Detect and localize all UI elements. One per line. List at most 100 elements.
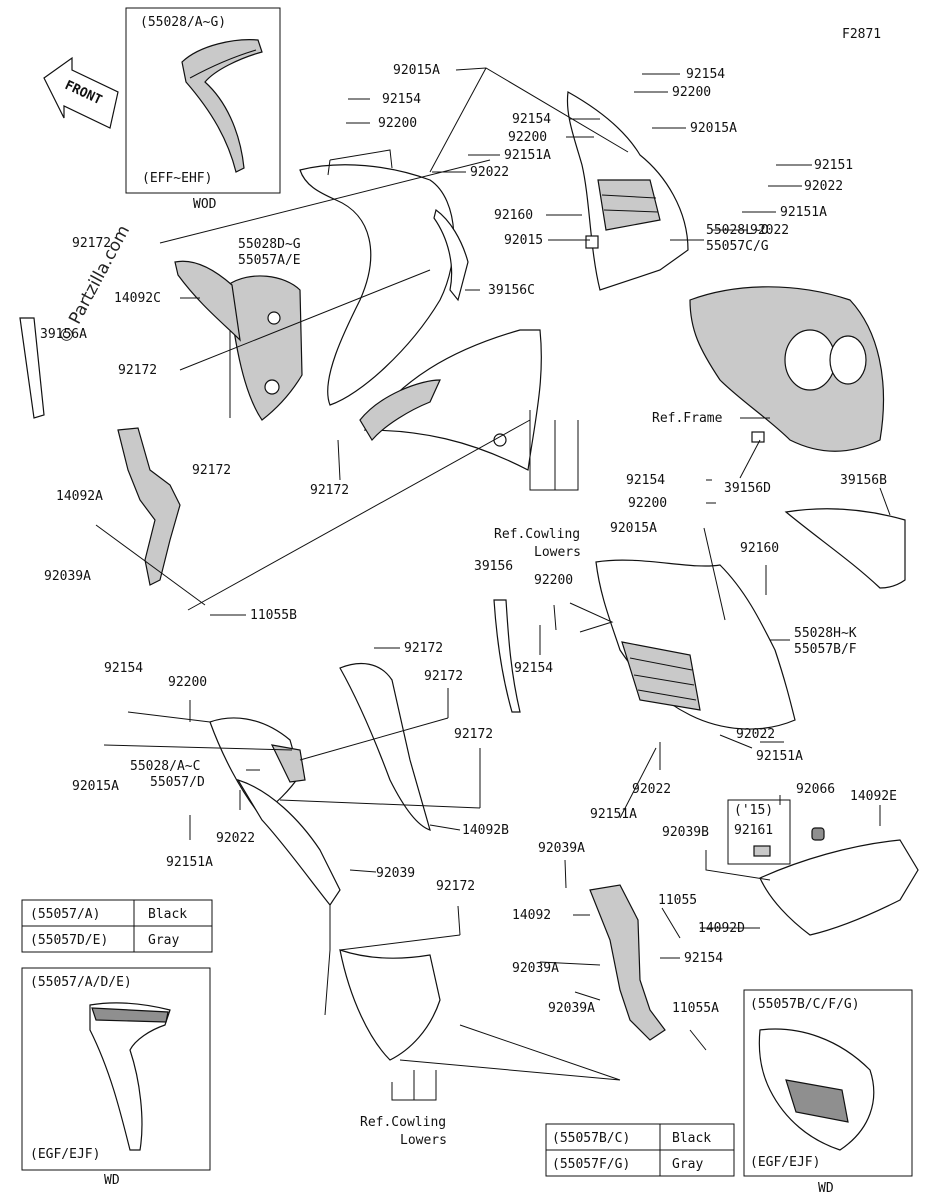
color-table-right-code-2: (55057F/G) <box>552 1157 630 1172</box>
label-92015a-4: 92015A <box>72 779 119 794</box>
label-92151a-3: 92151A <box>756 749 803 764</box>
part-92066 <box>811 827 825 841</box>
color-table-left-color-2: Gray <box>148 933 179 948</box>
label-92039a-1: 92039A <box>44 569 91 584</box>
mid-cowling-left <box>209 717 306 816</box>
label-92200-1: 92200 <box>378 116 417 131</box>
label-92022-1: 92022 <box>470 165 509 180</box>
year-box-part: 92161 <box>734 823 773 838</box>
side-panel-left-lower <box>236 778 341 907</box>
label-92039: 92039 <box>376 866 415 881</box>
year-box-year: ('15) <box>734 803 773 818</box>
label-39156c: 39156C <box>488 283 535 298</box>
inset-bottom-left-model: (55057/A/D/E) <box>30 975 132 990</box>
label-92200-3: 92200 <box>508 130 547 145</box>
label-11055: 11055 <box>658 893 697 908</box>
label-92039b: 92039B <box>662 825 709 840</box>
label-92151a-5: 92151A <box>166 855 213 870</box>
inset-bottom-right-region: WD <box>818 1181 834 1196</box>
label-92154-4: 92154 <box>626 473 665 488</box>
label-92172-8: 92172 <box>436 879 475 894</box>
bottom-cowling <box>339 949 441 1061</box>
label-92172-4: 92172 <box>310 483 349 498</box>
panel-14092b <box>339 662 431 831</box>
label-92154-7: 92154 <box>684 951 723 966</box>
label-92172-3: 92172 <box>192 463 231 478</box>
inset-top-left-model: (55028/A~G) <box>140 15 226 30</box>
label-92172-7: 92172 <box>454 727 493 742</box>
inset-bottom-right-codes: (EGF/EJF) <box>750 1155 820 1170</box>
label-92172-5: 92172 <box>404 641 443 656</box>
inset-bottom-left-region: WD <box>104 1173 120 1188</box>
label-55057d: 55057/D <box>150 775 205 790</box>
upper-cowling-left <box>174 149 455 421</box>
label-14092d: 14092D <box>698 921 745 936</box>
color-table-left-color-1: Black <box>148 907 187 922</box>
label-39156b: 39156B <box>840 473 887 488</box>
label-92015a-2: 92015A <box>690 121 737 136</box>
label-92022-2: 92022 <box>804 179 843 194</box>
label-14092e: 14092E <box>850 789 897 804</box>
label-92172-1: 92172 <box>72 236 111 251</box>
upper-cowling-right <box>566 91 689 291</box>
lower-cowling-right <box>595 559 796 730</box>
frame <box>689 286 885 452</box>
label-92022-4: 92022 <box>736 727 775 742</box>
label-55057b-f: 55057B/F <box>794 642 857 657</box>
label-92022-3: 92022 <box>750 223 789 238</box>
label-92200-5: 92200 <box>534 573 573 588</box>
inset-top-left: (55028/A~G) (EFF~EHF) WOD <box>125 7 281 212</box>
label-92022-5: 92022 <box>632 782 671 797</box>
label-39156: 39156 <box>474 559 513 574</box>
label-55028a-c: 55028/A~C <box>130 759 200 774</box>
label-55028d-g: 55028D~G <box>238 237 301 252</box>
panel-39156b <box>784 508 906 589</box>
label-92151a-2: 92151A <box>780 205 827 220</box>
label-55057a-e: 55057A/E <box>238 253 301 268</box>
label-92200-6: 92200 <box>168 675 207 690</box>
front-arrow-icon: FRONT <box>43 56 119 129</box>
label-39156d: 39156D <box>724 481 771 496</box>
part-labels: 92015A 92154 92200 92154 92200 92154 922… <box>40 63 897 1148</box>
label-92039a-4: 92039A <box>548 1001 595 1016</box>
color-table-right: (55057B/C) Black (55057F/G) Gray <box>545 1123 735 1177</box>
label-92015a-1: 92015A <box>393 63 440 78</box>
label-92154-3: 92154 <box>512 112 551 127</box>
label-55057c-g: 55057C/G <box>706 239 769 254</box>
label-92172-2: 92172 <box>118 363 157 378</box>
inset-bottom-left-codes: (EGF/EJF) <box>30 1147 100 1162</box>
leader-lines <box>95 67 891 1101</box>
label-92015a-3: 92015A <box>610 521 657 536</box>
label-92200-2: 92200 <box>672 85 711 100</box>
label-ref-frame: Ref.Frame <box>652 411 723 426</box>
label-14092: 14092 <box>512 908 551 923</box>
label-55028h-k: 55028H~K <box>794 626 857 641</box>
year-box: ('15) 92161 <box>727 799 791 865</box>
label-14092b: 14092B <box>462 823 509 838</box>
inset-top-left-region: WOD <box>193 197 217 212</box>
color-table-left: (55057/A) Black (55057D/E) Gray <box>21 899 213 953</box>
label-11055b: 11055B <box>250 608 297 623</box>
label-92039a-2: 92039A <box>538 841 585 856</box>
label-39156a: 39156A <box>40 327 87 342</box>
label-92154-5: 92154 <box>514 661 553 676</box>
label-92039a-3: 92039A <box>512 961 559 976</box>
label-92154-1: 92154 <box>382 92 421 107</box>
bracket-14092a <box>117 427 181 586</box>
color-table-right-code-1: (55057B/C) <box>552 1131 630 1146</box>
label-92160-2: 92160 <box>740 541 779 556</box>
label-92022-6: 92022 <box>216 831 255 846</box>
label-14092a: 14092A <box>56 489 103 504</box>
label-92015: 92015 <box>504 233 543 248</box>
label-92066: 92066 <box>796 782 835 797</box>
label-92172-6: 92172 <box>424 669 463 684</box>
strip-39156 <box>493 599 521 713</box>
color-table-left-code-2: (55057D/E) <box>30 933 108 948</box>
bracket-14092 <box>589 884 666 1041</box>
label-92154-2: 92154 <box>686 67 725 82</box>
inset-bottom-right-model: (55057B/C/F/G) <box>750 997 860 1012</box>
label-ref-cowling-1: Ref.Cowling <box>494 527 580 542</box>
label-92200-4: 92200 <box>628 496 667 511</box>
label-lowers-1: Lowers <box>534 545 581 560</box>
